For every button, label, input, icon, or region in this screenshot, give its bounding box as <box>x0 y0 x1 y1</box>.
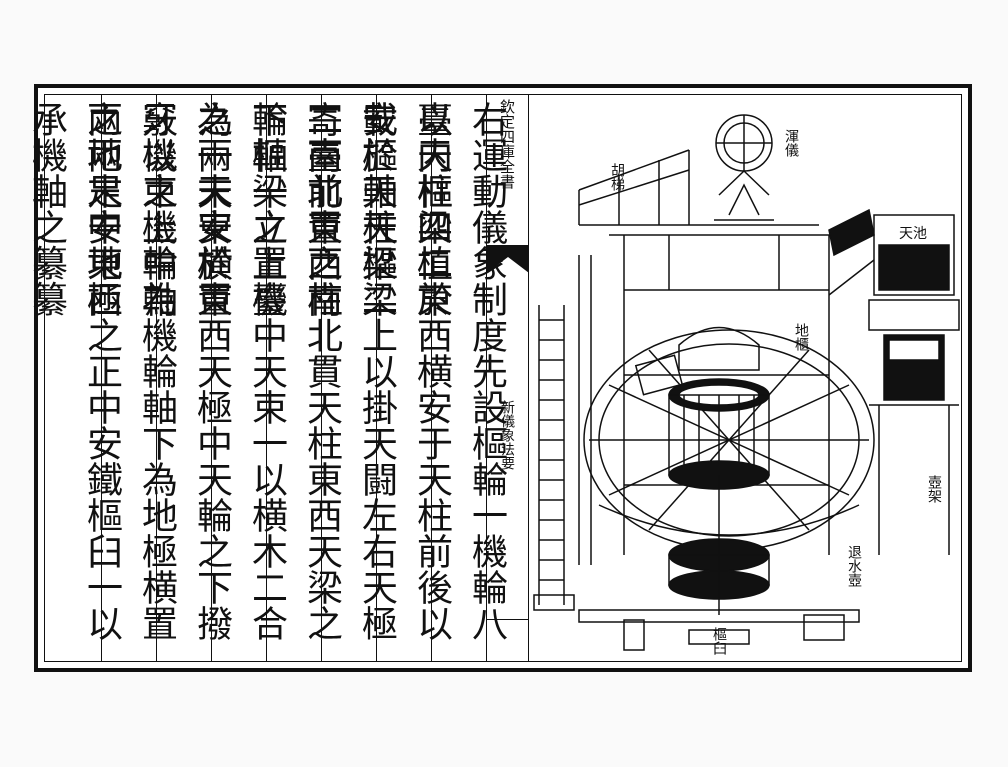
text-line: 兩地足中地極之正中安鐵樞臼一以承機軸之纂纂 <box>26 101 122 641</box>
text-column-7: 竅以束機輪軸機輪軸下為地極横置之兩末安東西 <box>81 95 177 661</box>
section-title: 新儀象法要 <box>499 400 515 470</box>
base-beams <box>578 609 860 651</box>
label-hujing: 胡梯 <box>609 163 625 191</box>
staircase <box>533 255 592 611</box>
banxin-rule <box>487 619 528 620</box>
label-hujia: 壺架 <box>926 475 942 503</box>
label-tianchi: 天池 <box>899 226 927 242</box>
astronomical-clock-illustration: 渾儀 胡梯 天池 地櫃 壺架 退水壺 樞臼 <box>529 95 961 661</box>
label-jiu: 樞臼 <box>711 627 727 655</box>
water-tanks <box>828 208 960 555</box>
text-line: 竅以束機輪軸機輪軸下為地極横置之兩末安東西 <box>81 101 177 641</box>
label-armillary: 渾儀 <box>783 129 799 157</box>
fishtail-mark <box>487 245 529 273</box>
clocktower-drawing <box>533 114 960 651</box>
armillary-sphere <box>714 114 774 221</box>
central-drum <box>668 326 770 490</box>
panel <box>634 354 684 396</box>
document-page: 右運動儀象制度先設樞輪一機輪八以天柱四植於 臺内樞梁二東西横安于天柱前後以載樞軸… <box>26 84 972 672</box>
top-railing <box>578 149 819 226</box>
page-frame: 右運動儀象制度先設樞輪一機輪八以天柱四植於 臺内樞梁二東西横安于天柱前後以載樞軸… <box>26 94 962 662</box>
text-column-8: 兩地足中地極之正中安鐵樞臼一以承機軸之纂纂 <box>26 95 122 661</box>
banxin-strip: 欽定四庫全書 新儀象法要 <box>487 95 529 661</box>
lower-wheel <box>668 475 770 615</box>
text-column-4: 寄臺前東西柱北貫天柱東西天梁之下樞梁之上機 <box>246 95 342 661</box>
tower-frame <box>609 234 849 555</box>
label-tuishui: 退水壺 <box>846 545 862 587</box>
book-title: 欽定四庫全書 <box>498 99 516 189</box>
text-line: 寄臺前東西柱北貫天柱東西天梁之下樞梁之上機 <box>246 101 342 641</box>
label-dijian: 地櫃 <box>793 323 809 351</box>
water-basin <box>598 504 860 536</box>
